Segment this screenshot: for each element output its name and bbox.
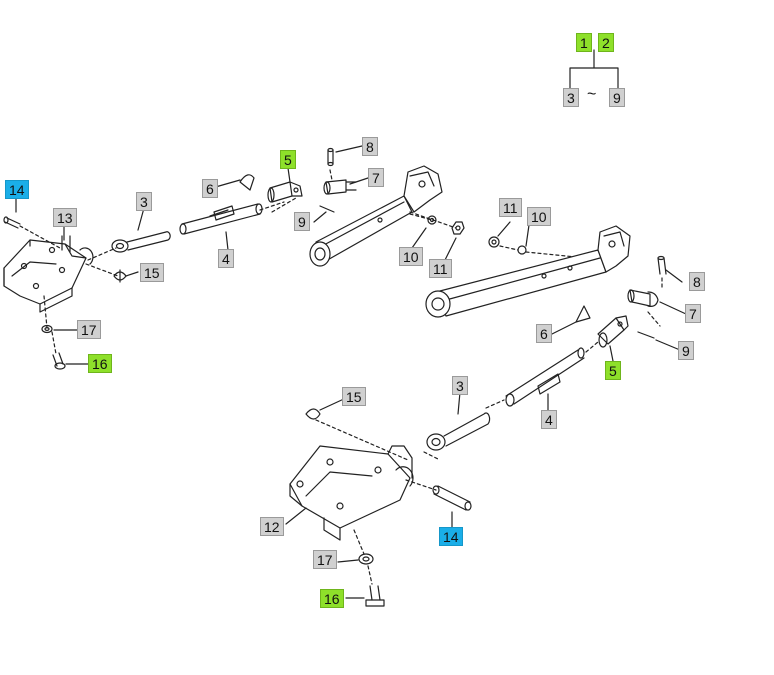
callout-9-right[interactable]: 9 xyxy=(678,341,694,360)
callout-8-upper[interactable]: 8 xyxy=(362,137,378,156)
callout-5-upper[interactable]: 5 xyxy=(280,150,296,169)
legend-callout-2: 2 xyxy=(598,33,614,52)
callout-13[interactable]: 13 xyxy=(53,208,77,227)
callout-17-upper[interactable]: 17 xyxy=(77,320,101,339)
callout-6-right[interactable]: 6 xyxy=(536,324,552,343)
callout-7-upper[interactable]: 7 xyxy=(368,168,384,187)
callout-14-right[interactable]: 14 xyxy=(439,527,463,546)
pin-8-right xyxy=(657,255,667,275)
callout-15-upper[interactable]: 15 xyxy=(140,263,164,282)
rod-end-3-upper xyxy=(111,231,171,253)
legend-callout-9: 9 xyxy=(609,88,625,107)
bolt-16-lower xyxy=(365,585,385,607)
washer-10-right xyxy=(517,245,527,255)
callout-10-right[interactable]: 10 xyxy=(527,207,551,226)
lift-arm-upper xyxy=(309,165,443,267)
cotter-9-upper xyxy=(319,205,335,213)
callout-3-right[interactable]: 3 xyxy=(452,376,468,395)
clip-15-upper xyxy=(113,269,127,283)
callout-12[interactable]: 12 xyxy=(260,517,284,536)
washer-17-upper xyxy=(41,324,53,334)
nut-11-upper xyxy=(451,221,465,235)
clip-6-right xyxy=(575,305,591,323)
clip-6-upper xyxy=(239,174,255,191)
callout-9-upper[interactable]: 9 xyxy=(294,212,310,231)
cotter-9-right xyxy=(637,331,655,339)
yoke-5-upper xyxy=(267,181,303,203)
callout-15-right[interactable]: 15 xyxy=(342,387,366,406)
lift-arm-right xyxy=(425,225,631,318)
yoke-5-right xyxy=(597,315,629,348)
callout-11-upper[interactable]: 11 xyxy=(429,259,452,278)
pin-7-right xyxy=(627,289,659,307)
pin-14-right xyxy=(432,485,472,511)
callout-4-right[interactable]: 4 xyxy=(541,410,557,429)
washer-10-upper xyxy=(427,215,437,225)
pin-7-upper xyxy=(323,179,357,195)
mounting-bracket-13 xyxy=(3,235,94,313)
rod-end-3-right xyxy=(426,412,491,451)
callout-4-upper[interactable]: 4 xyxy=(218,249,234,268)
callout-16-lower[interactable]: 16 xyxy=(320,589,344,608)
callout-17-lower[interactable]: 17 xyxy=(313,550,337,569)
callout-11-right[interactable]: 11 xyxy=(499,198,522,217)
washer-17-lower xyxy=(358,553,374,565)
callout-10-upper[interactable]: 10 xyxy=(399,247,423,266)
legend-callout-3: 3 xyxy=(563,88,579,107)
callout-6-upper[interactable]: 6 xyxy=(202,179,218,198)
callout-16-upper[interactable]: 16 xyxy=(88,354,112,373)
legend-callout-1: 1 xyxy=(576,33,592,52)
callout-3-upper[interactable]: 3 xyxy=(136,192,152,211)
callout-5-right[interactable]: 5 xyxy=(605,361,621,380)
legend-range-separator: ~ xyxy=(587,86,597,103)
clip-15-right xyxy=(305,408,321,420)
turnbuckle-4-upper xyxy=(179,203,263,235)
pin-8-upper xyxy=(327,147,334,167)
callout-7-right[interactable]: 7 xyxy=(685,304,701,323)
callout-14-upper[interactable]: 14 xyxy=(5,180,29,199)
mounting-bracket-12 xyxy=(289,445,414,541)
callout-8-right[interactable]: 8 xyxy=(689,272,705,291)
bolt-16-upper xyxy=(52,352,66,370)
turnbuckle-4-right xyxy=(505,347,585,407)
pin-14-upper xyxy=(3,216,21,229)
nut-11-right xyxy=(488,236,500,248)
legend-bracket xyxy=(569,49,619,89)
